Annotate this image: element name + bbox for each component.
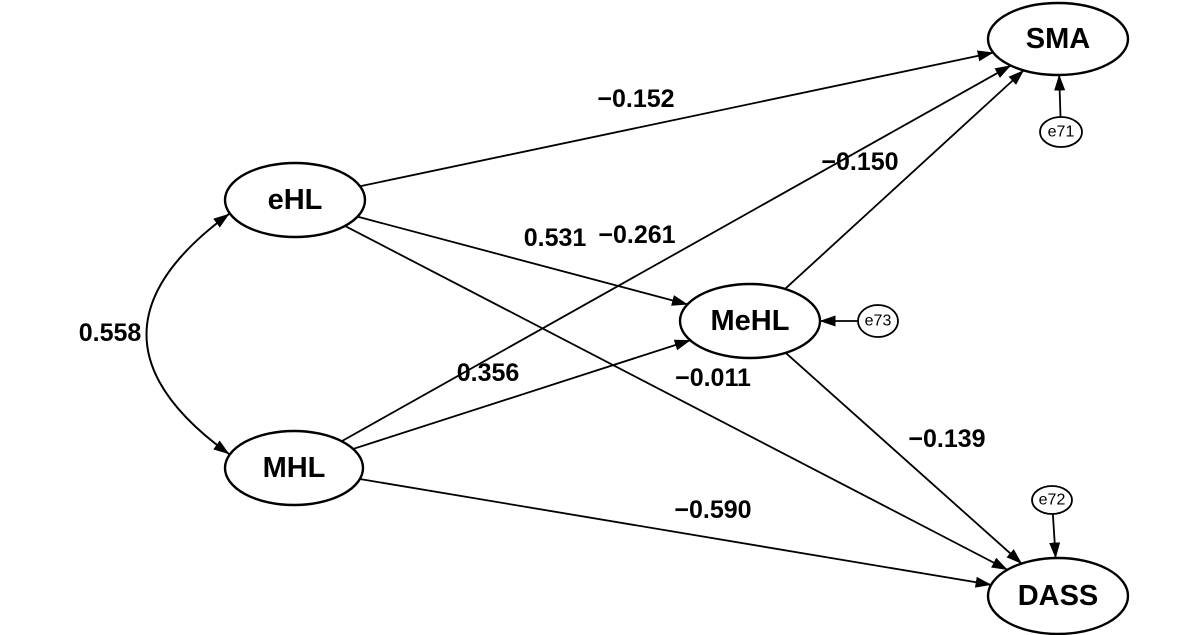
coefficient-MHL-SMA: −0.261 xyxy=(598,221,675,249)
path-arrow-MHL-to-DASS xyxy=(359,478,992,588)
coefficient-eHL-MeHL: 0.531 xyxy=(524,224,587,252)
path-arrow-eHL-to-MeHL xyxy=(357,215,688,306)
latent-variable-label-SMA: SMA xyxy=(1026,23,1091,55)
coefficient-eHL-SMA: −0.152 xyxy=(597,85,674,113)
labels-layer: −0.152 0.531 −0.011 −0.261 0.356 −0.590 −0.150… xyxy=(79,85,986,524)
path-arrow-eHL-to-SMA xyxy=(359,50,994,188)
path-arrow-MHL-to-SMA xyxy=(341,64,1012,443)
path-arrow-MeHL-to-SMA xyxy=(784,69,1025,290)
path-arrow-e71-to-SMA xyxy=(1054,74,1066,118)
latent-variable-MHL xyxy=(223,429,365,507)
nodes-layer: eHL MHL MeHL SMA DASS e71 e72 e73 xyxy=(223,1,1130,635)
error-term-e71 xyxy=(1039,116,1083,148)
error-term-e72 xyxy=(1031,485,1073,515)
error-term-e73 xyxy=(857,304,899,338)
path-arrow-eHL-to-DASS xyxy=(344,225,1008,571)
path-arrow-e72-to-DASS xyxy=(1049,513,1061,559)
latent-variable-label-MHL: MHL xyxy=(263,452,326,484)
error-term-label-e71: e71 xyxy=(1048,124,1075,141)
latent-variable-label-MeHL: MeHL xyxy=(711,305,790,337)
coefficient-MHL-MeHL: 0.356 xyxy=(457,359,520,387)
coefficient-MHL-DASS: −0.590 xyxy=(674,496,751,524)
path-arrow-MeHL-to-DASS xyxy=(785,352,1023,565)
coefficient-covariance-eHL-MHL: 0.558 xyxy=(79,319,142,347)
latent-variable-eHL xyxy=(223,161,367,239)
error-term-label-e73: e73 xyxy=(865,313,892,330)
path-arrow-MHL-to-MeHL xyxy=(352,339,691,450)
coefficient-MeHL-SMA: −0.150 xyxy=(821,148,898,176)
latent-variable-SMA xyxy=(986,1,1130,77)
latent-variable-label-DASS: DASS xyxy=(1018,580,1099,612)
covariance-arrow-eHL-MHL xyxy=(145,213,230,455)
latent-variable-DASS xyxy=(986,556,1130,635)
latent-variable-MeHL xyxy=(678,282,822,360)
latent-variable-label-eHL: eHL xyxy=(268,184,323,216)
error-term-label-e72: e72 xyxy=(1039,492,1066,509)
edges-layer xyxy=(145,50,1066,588)
coefficient-MeHL-DASS: −0.139 xyxy=(908,425,985,453)
coefficient-eHL-DASS: −0.011 xyxy=(675,364,751,392)
